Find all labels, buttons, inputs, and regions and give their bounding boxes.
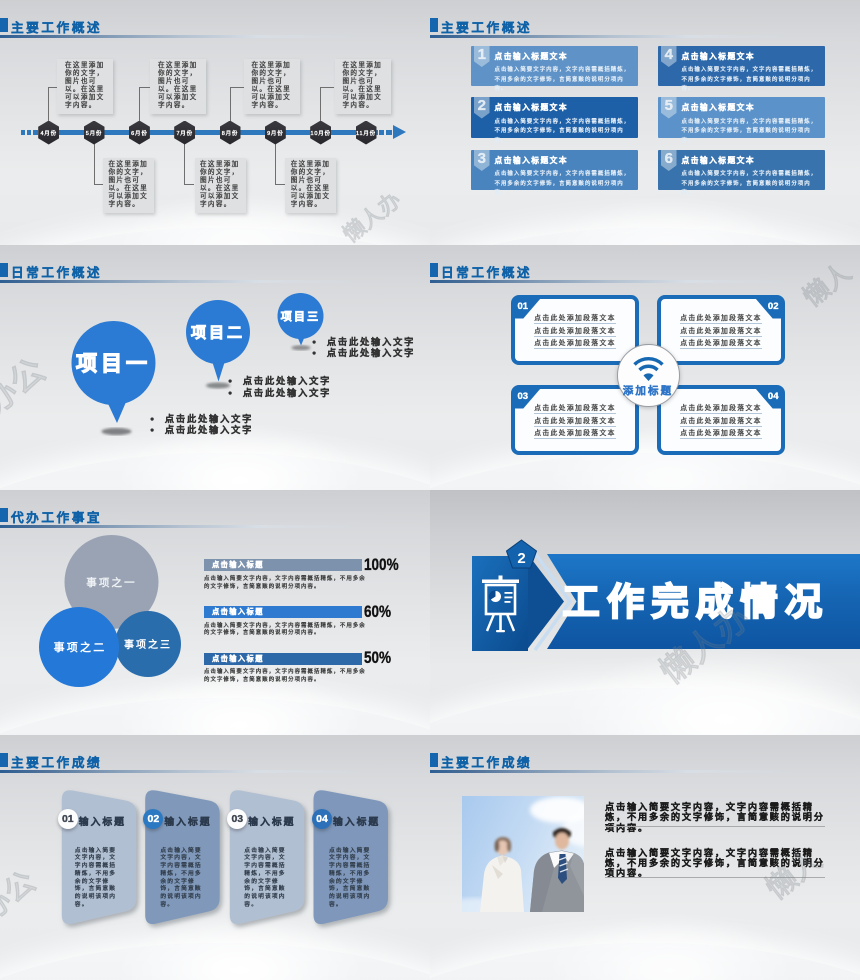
svg-text:事项之三: 事项之三	[124, 638, 172, 651]
svg-text:事项之二: 事项之二	[54, 640, 107, 654]
svg-text:工作完成情况: 工作完成情况	[563, 581, 830, 623]
svg-text:项目三: 项目三	[281, 310, 321, 323]
svg-text:事项之一: 事项之一	[86, 576, 136, 589]
svg-text:项目二: 项目二	[191, 325, 245, 342]
svg-text:2: 2	[517, 550, 525, 567]
svg-text:项目一: 项目一	[76, 353, 151, 376]
